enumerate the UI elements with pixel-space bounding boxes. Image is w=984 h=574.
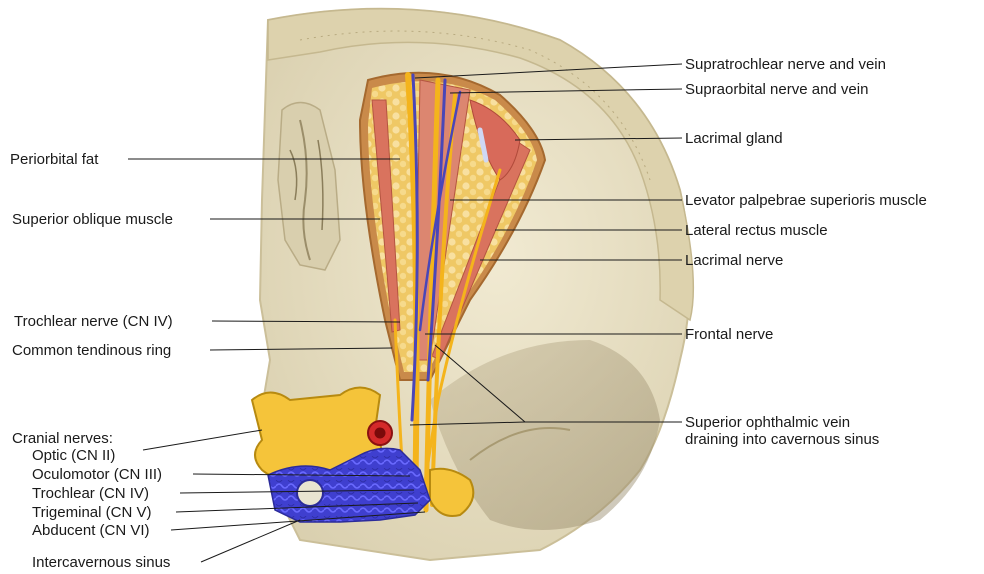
label-frontal-nerve: Frontal nerve	[685, 326, 773, 343]
label-optic-nerve: Optic (CN II)	[32, 447, 115, 464]
label-intercavernous-sinus: Intercavernous sinus	[32, 554, 170, 571]
label-lateral-rectus: Lateral rectus muscle	[685, 222, 828, 239]
label-trochlear-nerve: Trochlear nerve (CN IV)	[14, 313, 173, 330]
label-periorbital-fat: Periorbital fat	[10, 151, 98, 168]
label-supratrochlear: Supratrochlear nerve and vein	[685, 56, 886, 73]
label-cranial-nerves-heading: Cranial nerves:	[12, 430, 113, 447]
label-superior-ophthalmic-vein: Superior ophthalmic vein	[685, 414, 850, 431]
label-superior-oblique-muscle: Superior oblique muscle	[12, 211, 173, 228]
label-trigeminal-nerve: Trigeminal (CN V)	[32, 504, 151, 521]
label-abducent-nerve: Abducent (CN VI)	[32, 522, 150, 539]
label-lacrimal-gland: Lacrimal gland	[685, 130, 783, 147]
label-supraorbital: Supraorbital nerve and vein	[685, 81, 868, 98]
label-trochlear-cn: Trochlear (CN IV)	[32, 485, 149, 502]
label-levator-palpebrae: Levator palpebrae superioris muscle	[685, 192, 927, 209]
label-oculomotor-nerve: Oculomotor (CN III)	[32, 466, 162, 483]
sinus-foramen	[297, 480, 323, 506]
label-common-tendinous-ring: Common tendinous ring	[12, 342, 171, 359]
label-superior-ophthalmic-vein-cont: draining into cavernous sinus	[685, 431, 879, 448]
label-lacrimal-nerve: Lacrimal nerve	[685, 252, 783, 269]
